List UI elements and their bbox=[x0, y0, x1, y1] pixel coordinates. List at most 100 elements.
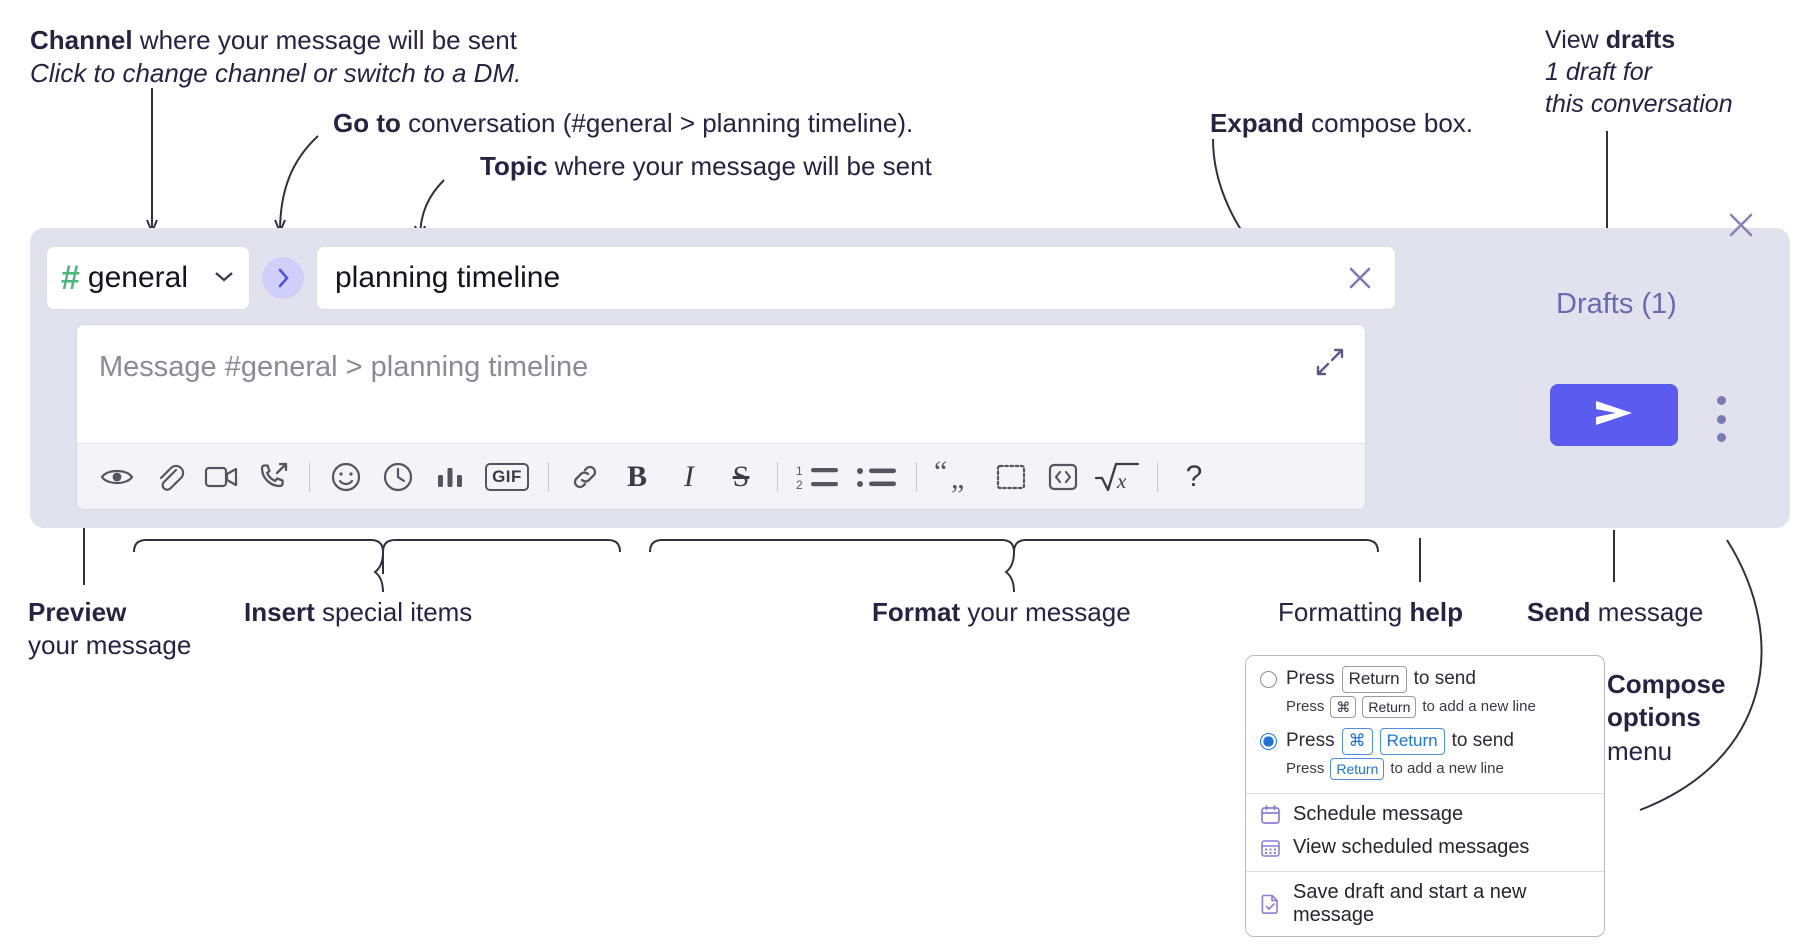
annotation-formatting-help-bold: help bbox=[1409, 597, 1463, 627]
newline-label: to add a new line bbox=[1422, 698, 1536, 716]
send-option-cmd-return[interactable]: Press ⌘ Return to send bbox=[1246, 724, 1604, 757]
emoji-icon[interactable] bbox=[320, 451, 372, 503]
press-label: Press bbox=[1286, 730, 1335, 752]
link-icon[interactable] bbox=[559, 451, 611, 503]
annotation-channel-italic: Click to change channel or switch to a D… bbox=[30, 58, 522, 89]
help-label: ? bbox=[1185, 459, 1203, 493]
message-placeholder: Message #general > planning timeline bbox=[99, 351, 589, 383]
kebab-dot bbox=[1716, 396, 1726, 405]
goto-conversation-button[interactable] bbox=[262, 257, 304, 299]
channel-selector[interactable]: # general bbox=[46, 246, 250, 310]
newline-label: to add a new line bbox=[1390, 760, 1504, 778]
annotation-compose-options-bold2: options bbox=[1607, 702, 1701, 733]
close-icon[interactable] bbox=[1724, 208, 1758, 242]
send-button[interactable] bbox=[1550, 384, 1678, 446]
svg-text:2: 2 bbox=[796, 478, 803, 492]
menu-item-save-draft[interactable]: Save draft and start a new message bbox=[1246, 876, 1604, 932]
help-icon[interactable]: ? bbox=[1168, 451, 1220, 503]
preview-icon[interactable] bbox=[91, 451, 143, 503]
topic-input[interactable]: planning timeline bbox=[316, 246, 1396, 310]
blockquote-icon[interactable]: “„ bbox=[927, 451, 985, 503]
attachment-icon[interactable] bbox=[143, 451, 195, 503]
annotation-send-rest: message bbox=[1590, 597, 1704, 627]
drafts-link[interactable]: Drafts (1) bbox=[1556, 288, 1677, 320]
calendar-grid-icon bbox=[1260, 837, 1281, 858]
menu-item-label: Schedule message bbox=[1293, 802, 1464, 825]
annotation-compose-options-rest: menu bbox=[1607, 735, 1673, 766]
svg-text:x: x bbox=[1116, 469, 1127, 493]
key-return: Return bbox=[1362, 695, 1417, 718]
svg-text:1: 1 bbox=[796, 464, 803, 478]
expand-icon[interactable] bbox=[1315, 347, 1345, 377]
annotation-drafts-lead: View bbox=[1545, 26, 1606, 54]
clock-icon[interactable] bbox=[372, 451, 424, 503]
separator bbox=[548, 461, 549, 492]
annotation-send: Send message bbox=[1527, 596, 1703, 629]
send-option-cmd-return-label: Press ⌘ Return to send bbox=[1286, 727, 1514, 755]
calendar-icon bbox=[1260, 804, 1281, 825]
annotation-preview-rest: your message bbox=[28, 630, 192, 661]
annotation-insert: Insert special items bbox=[244, 596, 472, 629]
chevron-right-icon bbox=[274, 266, 292, 290]
annotation-format-rest: your message bbox=[960, 597, 1131, 627]
compose-options-menu: Press Return to send Press ⌘ Return to a… bbox=[1245, 655, 1605, 937]
svg-text:“: “ bbox=[934, 461, 947, 488]
annotation-expand-rest: compose box. bbox=[1303, 108, 1474, 138]
video-icon[interactable] bbox=[195, 451, 247, 503]
annotation-send-bold: Send bbox=[1527, 597, 1591, 627]
key-command: ⌘ bbox=[1341, 727, 1373, 755]
compose-inner: # general planning timeline Message #gen… bbox=[30, 228, 1562, 528]
annotation-channel-bold: Channel bbox=[30, 25, 133, 55]
code-block-icon[interactable] bbox=[985, 451, 1037, 503]
divider bbox=[1246, 792, 1604, 794]
annotation-preview: Preview your message bbox=[28, 596, 191, 663]
bold-icon[interactable]: B bbox=[611, 451, 663, 503]
key-return: Return bbox=[1379, 727, 1445, 755]
strikethrough-icon[interactable]: S bbox=[715, 451, 767, 503]
annotation-goto-bold: Go to bbox=[333, 108, 401, 138]
annotation-drafts: View drafts 1 draft for this conversatio… bbox=[1545, 24, 1733, 120]
gif-icon[interactable]: GIF bbox=[476, 451, 538, 503]
compose-header-row: # general planning timeline bbox=[46, 246, 1396, 310]
channel-name: general bbox=[87, 261, 188, 294]
annotation-channel: Channel where your message will be sent … bbox=[30, 24, 521, 91]
annotation-drafts-italic2: this conversation bbox=[1545, 90, 1733, 118]
annotation-drafts-italic1: 1 draft for bbox=[1545, 58, 1652, 86]
menu-item-label: Save draft and start a new message bbox=[1293, 880, 1527, 926]
separator bbox=[1157, 461, 1158, 492]
annotation-formatting-help: Formatting help bbox=[1278, 596, 1463, 629]
close-icon[interactable] bbox=[1343, 261, 1377, 295]
key-command: ⌘ bbox=[1330, 695, 1357, 718]
divider bbox=[1246, 870, 1604, 872]
separator bbox=[309, 461, 310, 492]
audio-call-icon[interactable] bbox=[247, 451, 299, 503]
menu-item-view-scheduled[interactable]: View scheduled messages bbox=[1246, 831, 1604, 864]
message-editor[interactable]: Message #general > planning timeline bbox=[76, 324, 1366, 510]
poll-icon[interactable] bbox=[424, 451, 476, 503]
send-option-cmd-return-sub: Press Return to add a new line bbox=[1246, 757, 1604, 786]
math-icon[interactable]: x bbox=[1089, 451, 1147, 503]
to-send-label: to send bbox=[1451, 730, 1514, 752]
annotation-goto-rest: conversation (#general > planning timeli… bbox=[400, 108, 914, 138]
chevron-down-icon bbox=[213, 268, 235, 288]
press-label: Press bbox=[1286, 760, 1325, 778]
code-icon[interactable] bbox=[1037, 451, 1089, 503]
topic-value: planning timeline bbox=[335, 261, 561, 294]
annotation-expand: Expand compose box. bbox=[1210, 107, 1473, 140]
key-return: Return bbox=[1330, 757, 1385, 780]
send-option-return-label: Press Return to send bbox=[1286, 666, 1476, 693]
bulleted-list-icon[interactable] bbox=[848, 451, 906, 503]
send-option-return[interactable]: Press Return to send bbox=[1246, 662, 1604, 695]
annotation-topic-bold: Topic bbox=[480, 151, 548, 181]
radio-selected-icon[interactable] bbox=[1260, 732, 1277, 750]
italic-label: I bbox=[684, 459, 694, 493]
press-label: Press bbox=[1286, 668, 1335, 690]
radio-unselected-icon[interactable] bbox=[1260, 670, 1277, 688]
annotation-expand-bold: Expand bbox=[1210, 108, 1304, 138]
annotation-drafts-bold: drafts bbox=[1605, 26, 1676, 54]
italic-icon[interactable]: I bbox=[663, 451, 715, 503]
menu-item-schedule-message[interactable]: Schedule message bbox=[1246, 798, 1604, 831]
compose-options-button[interactable] bbox=[1708, 396, 1734, 442]
